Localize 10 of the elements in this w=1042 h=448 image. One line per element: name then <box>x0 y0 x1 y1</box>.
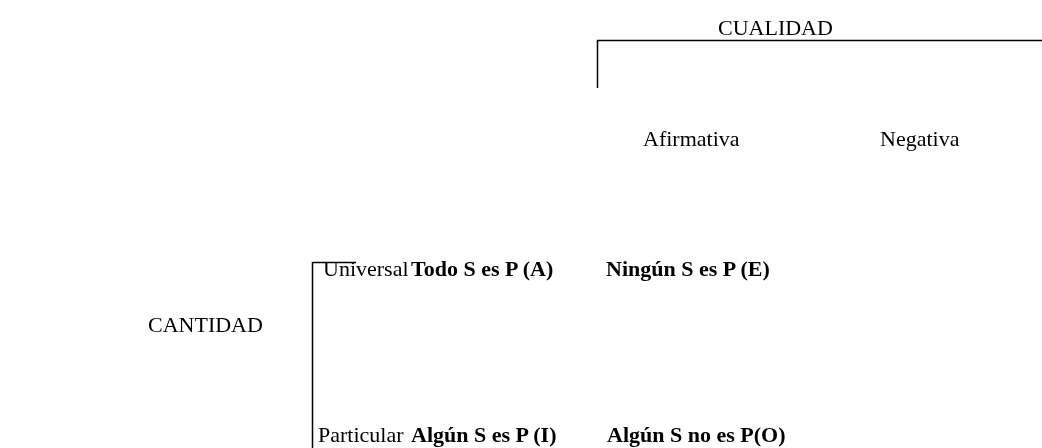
proposition-text: Ningún S es P (E) <box>606 256 770 282</box>
row-header: Universal <box>323 256 409 282</box>
proposition-text: Todo S es P (A) <box>411 256 554 282</box>
proposition-text: Algún S es P (I) <box>411 422 557 448</box>
axis-title: CANTIDAD <box>148 312 263 338</box>
axis-title: CUALIDAD <box>718 15 833 41</box>
column-header: Negativa <box>880 126 960 152</box>
row-header: Particular <box>318 422 404 448</box>
column-header: Afirmativa <box>643 126 740 152</box>
proposition-text: Algún S no es P(O) <box>607 422 786 448</box>
